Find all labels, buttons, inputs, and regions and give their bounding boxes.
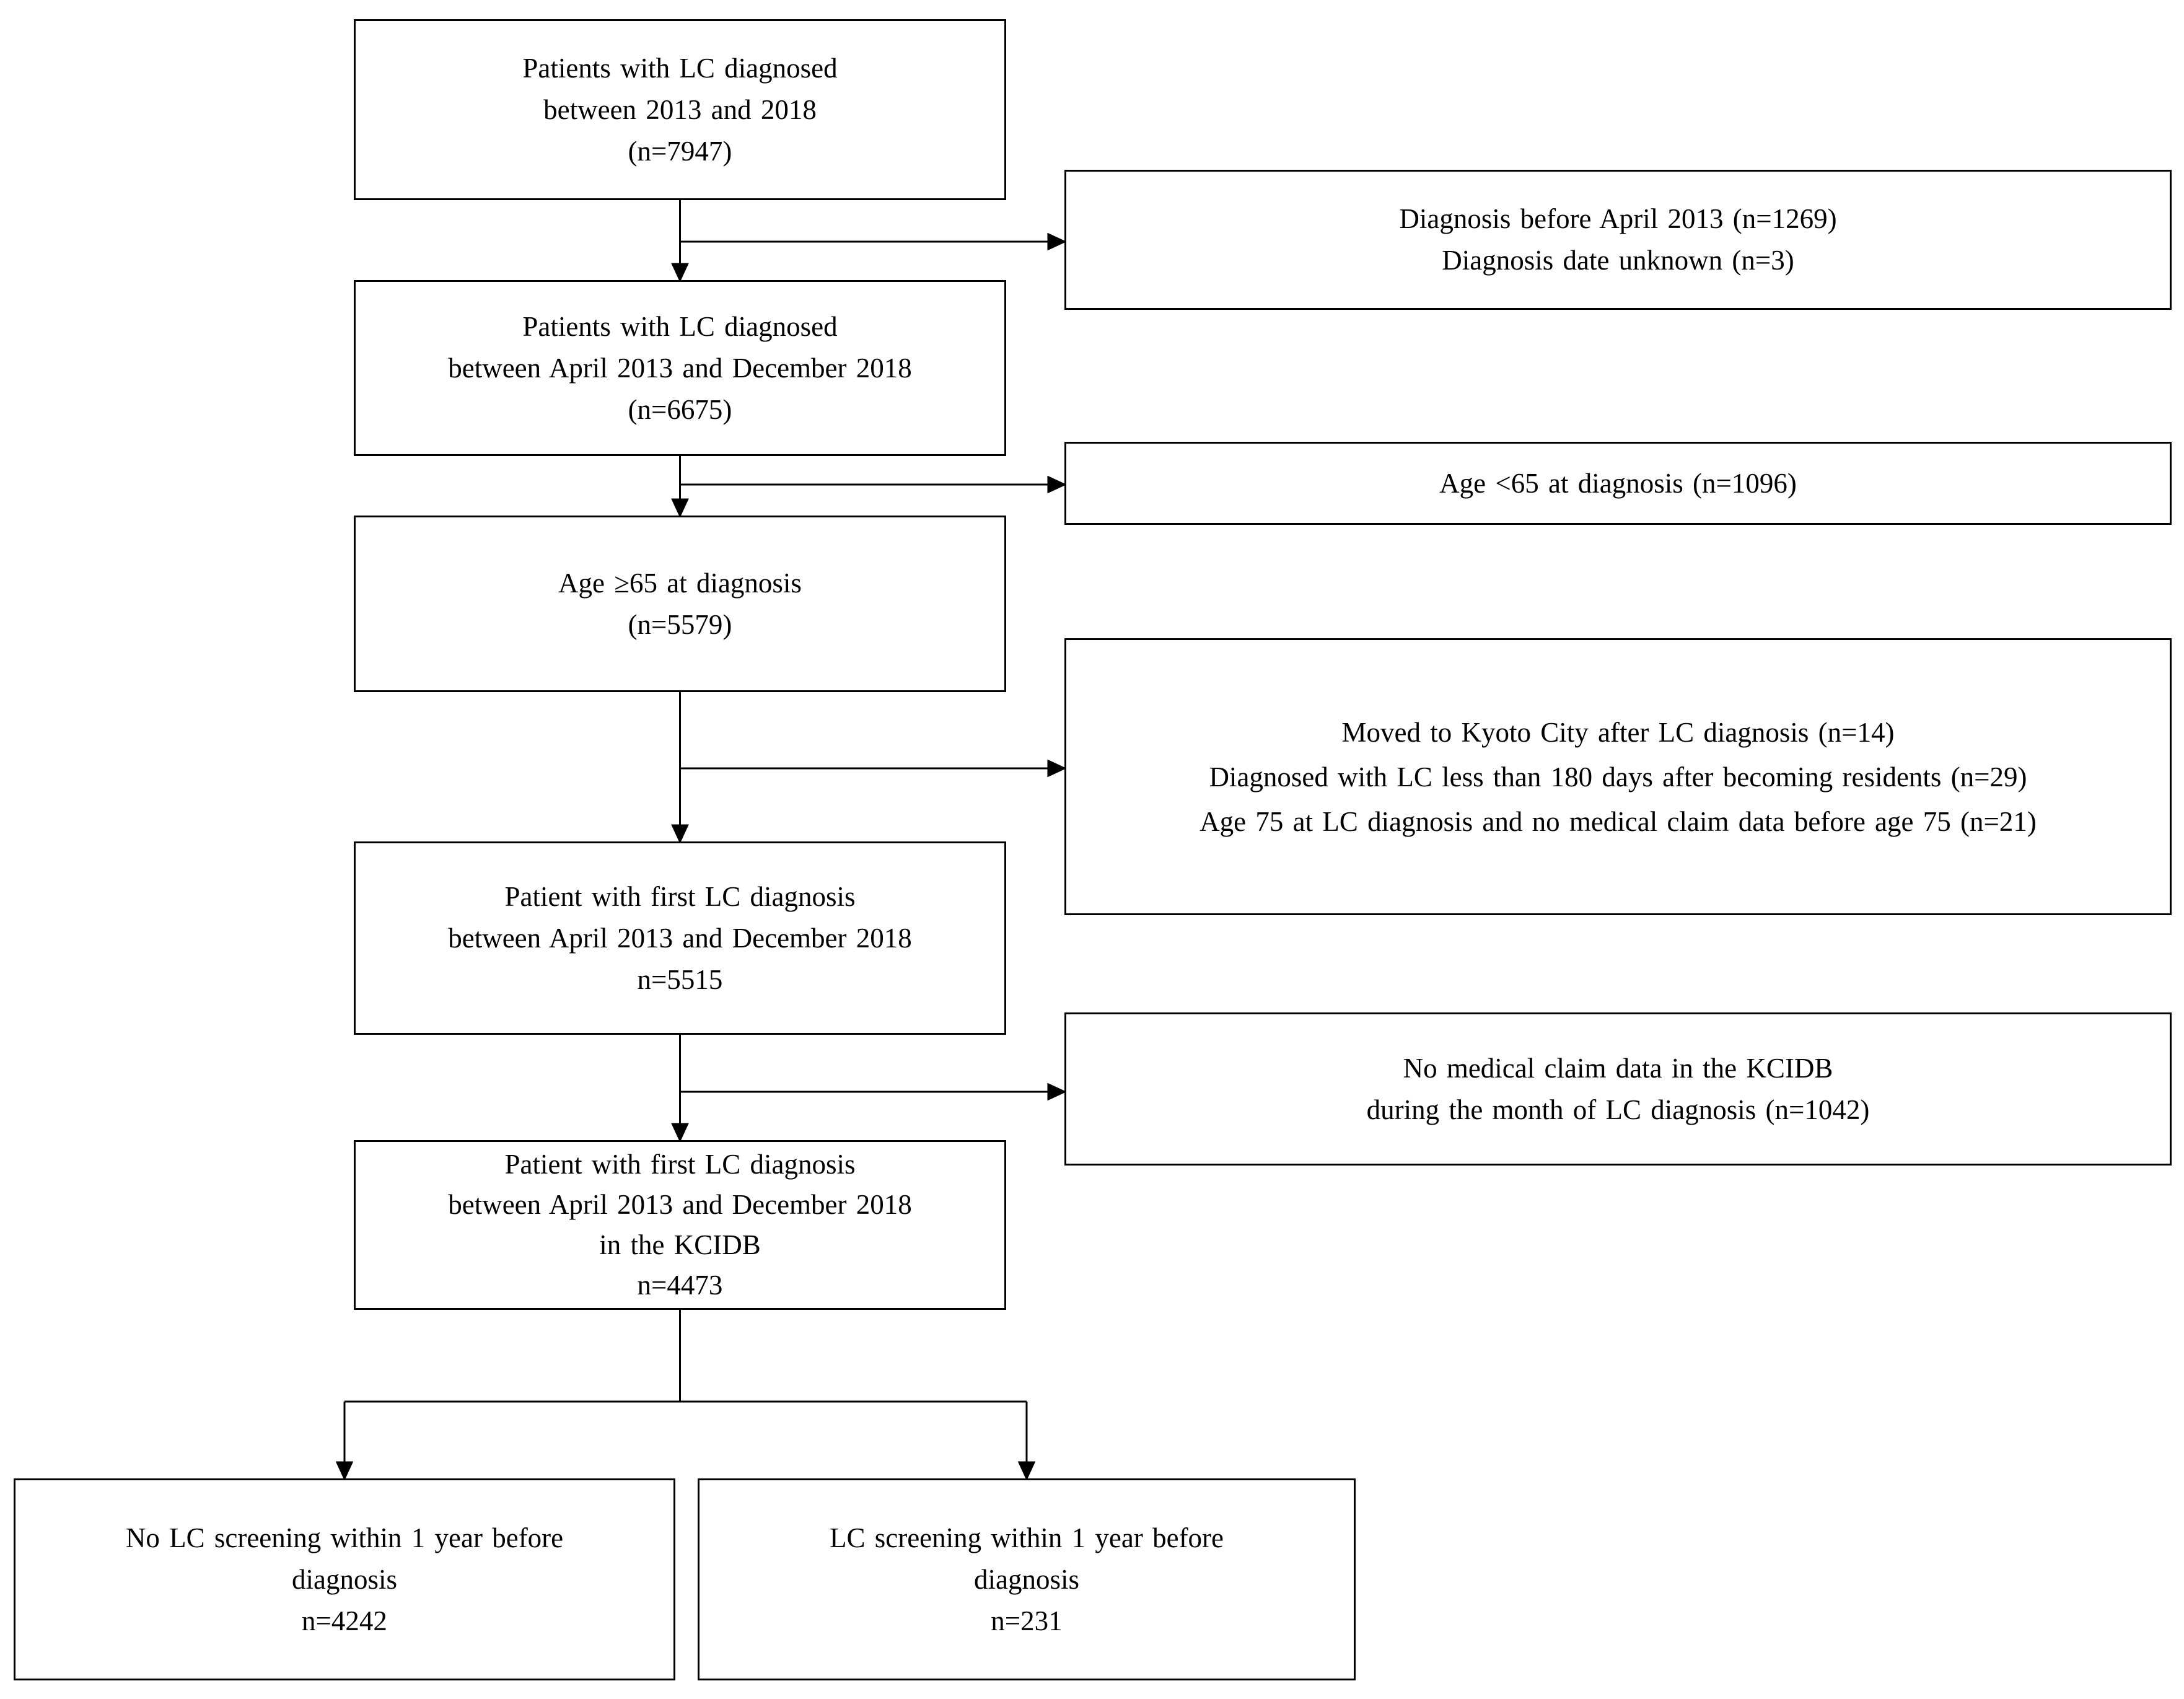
box-text-line: between April 2013 and December 2018	[448, 352, 912, 384]
box-text-line: between April 2013 and December 2018	[448, 922, 912, 954]
arrowhead-exclusion3	[1047, 759, 1067, 778]
arrowhead-outcome-left	[335, 1461, 354, 1481]
box-text-line: n=231	[991, 1605, 1063, 1636]
box-text-line: Patient with first LC diagnosis	[504, 1149, 856, 1180]
box-excluded-age-lt65: Age <65 at diagnosis (n=1096)	[1064, 442, 2172, 525]
arrowhead-exclusion1	[1047, 232, 1067, 251]
box-text-line: n=4473	[637, 1270, 723, 1301]
box-text-line: Diagnosed with LC less than 180 days aft…	[1209, 761, 2027, 792]
arrowhead-box4	[671, 824, 689, 844]
box-text-line: in the KCIDB	[599, 1229, 761, 1260]
box-outcome-lc-screening: LC screening within 1 year before diagno…	[698, 1478, 1356, 1680]
box-text-line: Patients with LC diagnosed	[522, 52, 838, 84]
box-patients-lc-2013-2018: Patients with LC diagnosed between 2013 …	[354, 19, 1006, 200]
arrowhead-box3	[671, 498, 689, 518]
box-outcome-no-lc-screening: No LC screening within 1 year before dia…	[14, 1478, 675, 1680]
box-text-line: during the month of LC diagnosis (n=1042…	[1366, 1094, 1870, 1125]
arrowhead-outcome-right	[1017, 1461, 1036, 1481]
box-text-line: Diagnosis before April 2013 (n=1269)	[1399, 203, 1837, 234]
box-text-line: LC screening within 1 year before	[829, 1522, 1224, 1553]
box-text-line: (n=5579)	[628, 608, 732, 640]
box-text-line: No LC screening within 1 year before	[125, 1522, 564, 1553]
box-text-line: No medical claim data in the KCIDB	[1403, 1052, 1833, 1084]
arrowhead-box5	[671, 1123, 689, 1143]
box-text-line: diagnosis	[291, 1563, 397, 1595]
box-excluded-no-medical-claim-data: No medical claim data in the KCIDB durin…	[1064, 1012, 2172, 1166]
box-excluded-moved-kyoto-city: Moved to Kyoto City after LC diagnosis (…	[1064, 638, 2172, 915]
box-first-lc-diagnosis-kcidb: Patient with first LC diagnosis between …	[354, 1140, 1006, 1310]
box-text-line: n=4242	[302, 1605, 387, 1636]
box-text-line: Patients with LC diagnosed	[522, 310, 838, 342]
box-age-ge65-at-diagnosis: Age ≥65 at diagnosis (n=5579)	[354, 516, 1006, 692]
box-text-line: between 2013 and 2018	[543, 94, 817, 125]
box-text-line: diagnosis	[973, 1563, 1079, 1595]
arrowhead-exclusion2	[1047, 475, 1067, 494]
box-text-line: (n=6675)	[628, 393, 732, 425]
box-first-lc-diagnosis: Patient with first LC diagnosis between …	[354, 841, 1006, 1035]
arrowhead-exclusion4	[1047, 1082, 1067, 1101]
box-text-line: Patient with first LC diagnosis	[504, 880, 856, 912]
box-text-line: Age 75 at LC diagnosis and no medical cl…	[1199, 806, 2037, 837]
box-patients-lc-apr2013-dec2018: Patients with LC diagnosed between April…	[354, 280, 1006, 456]
box-text-line: (n=7947)	[628, 135, 732, 167]
box-text-line: Age ≥65 at diagnosis	[558, 567, 802, 599]
box-text-line: Moved to Kyoto City after LC diagnosis (…	[1341, 716, 1895, 748]
box-text-line: Age <65 at diagnosis (n=1096)	[1439, 467, 1797, 499]
arrowhead-box2	[671, 263, 689, 283]
box-excluded-diagnosis-before-apr2013: Diagnosis before April 2013 (n=1269) Dia…	[1064, 170, 2172, 310]
box-text-line: Diagnosis date unknown (n=3)	[1442, 245, 1794, 276]
box-text-line: n=5515	[637, 964, 723, 995]
box-text-line: between April 2013 and December 2018	[448, 1189, 912, 1220]
